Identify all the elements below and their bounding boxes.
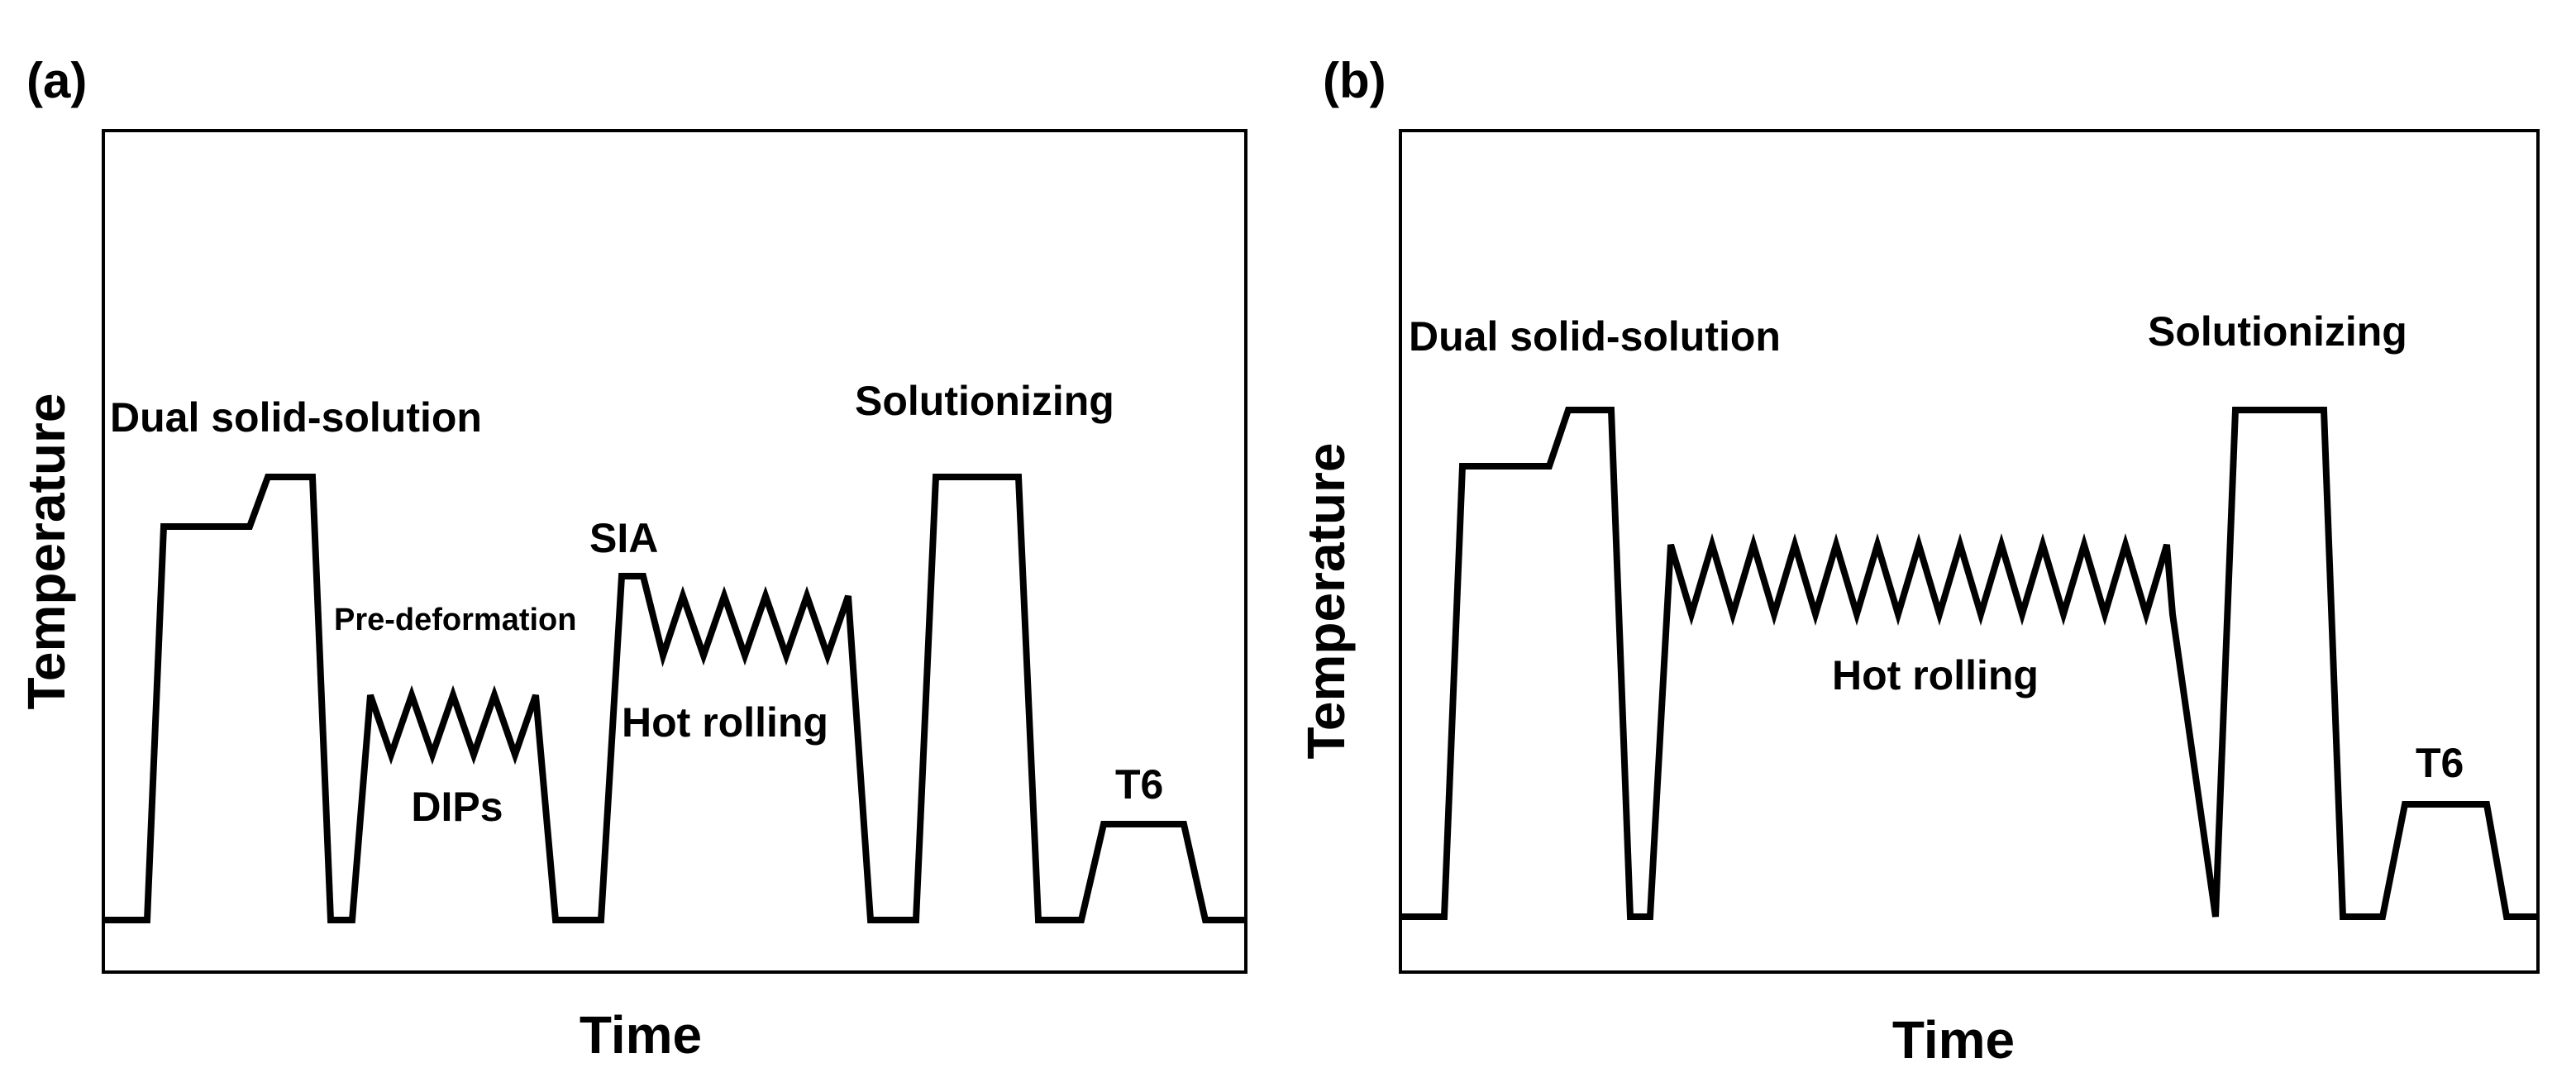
panel-a-label-sia: SIA [589, 515, 658, 561]
panel-b-letter: (b) [1323, 53, 1386, 108]
panel-b-label-dual-solid-solution: Dual solid-solution [1409, 313, 1781, 360]
panel-b-ylabel: Temperature [1296, 443, 1356, 760]
panel-a-label-t6: T6 [1115, 761, 1163, 808]
panel-a-xlabel: Time [580, 1005, 702, 1065]
panel-b-xlabel: Time [1892, 1010, 2015, 1070]
panel-a-label-hot-rolling: Hot rolling [622, 699, 828, 746]
panel-a-frame [102, 129, 1247, 974]
panel-b-label-solutionizing: Solutionizing [2148, 308, 2407, 355]
panel-b: (b) Temperature Time Dual solid-solution… [1296, 53, 2540, 1070]
panel-a-ylabel: Temperature [17, 393, 76, 710]
panel-b-frame [1399, 129, 2540, 974]
panel-b-label-t6: T6 [2416, 740, 2464, 786]
panel-b-temperature-profile [1400, 407, 2538, 920]
panel-a-letter: (a) [26, 53, 87, 108]
panel-a-label-solutionizing: Solutionizing [855, 378, 1114, 424]
panel-a-label-pre-deformation: Pre-deformation [334, 603, 576, 637]
panel-a: (a) Temperature Time Dual solid-solution… [17, 53, 1247, 1065]
panel-a-temperature-profile [103, 474, 1246, 923]
panel-a-label-dips: DIPs [411, 784, 503, 830]
panel-a-label-dual-solid-solution: Dual solid-solution [110, 394, 482, 441]
panel-b-label-hot-rolling: Hot rolling [1832, 652, 2039, 698]
